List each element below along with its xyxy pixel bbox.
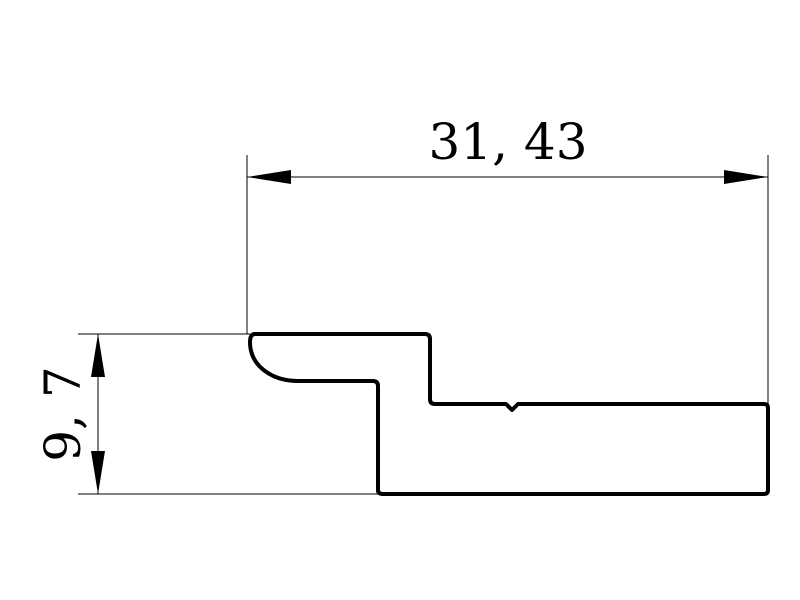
height-arrow-top xyxy=(91,334,105,377)
height-dimension: 9, 7 xyxy=(34,333,380,495)
height-dimension-label: 9, 7 xyxy=(34,366,92,461)
width-dimension-label: 31, 43 xyxy=(428,113,587,171)
width-arrow-right xyxy=(724,170,768,184)
profile-outline xyxy=(248,332,770,496)
height-arrow-bottom xyxy=(91,451,105,494)
width-dimension: 31, 43 xyxy=(246,113,769,408)
width-arrow-left xyxy=(247,170,291,184)
